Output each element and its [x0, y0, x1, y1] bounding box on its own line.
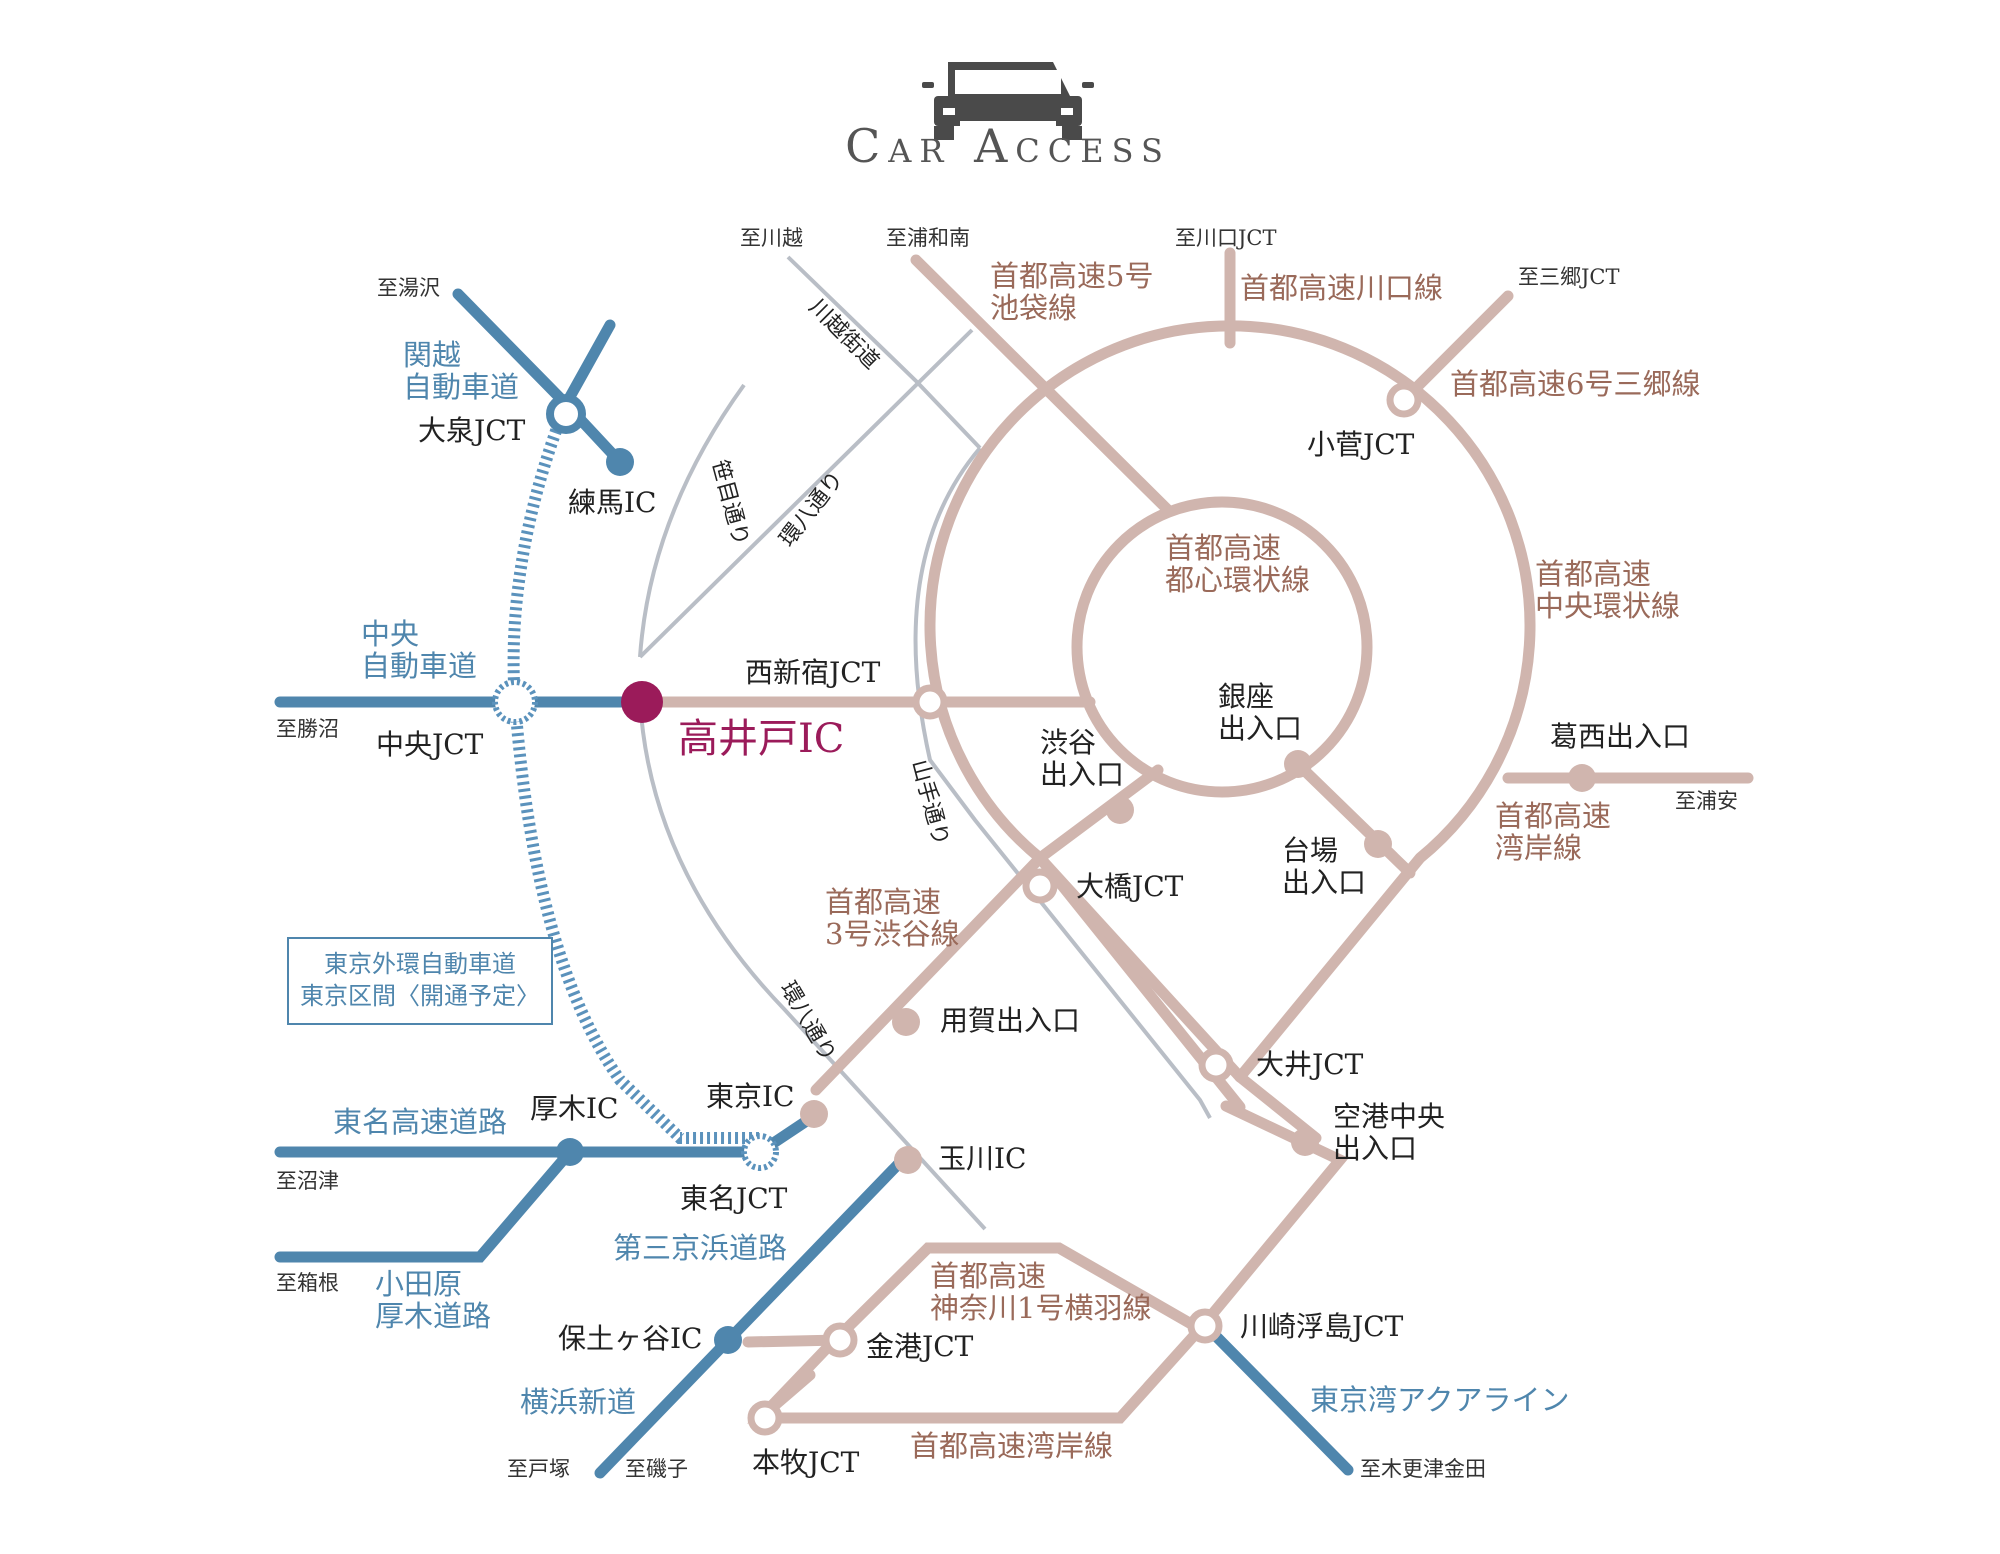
- nodes: [492, 382, 1596, 1436]
- kawasaki-ukishima-jct-marker: [1187, 1308, 1223, 1344]
- route-yokohama-shindo: 横浜新道: [520, 1385, 636, 1419]
- route-kanetsu-2: 自動車道: [403, 370, 519, 404]
- dest-yuzawa: 至湯沢: [377, 276, 440, 300]
- shibuya-exit-label-1: 渋谷: [1040, 726, 1096, 759]
- shutoko-lines: [634, 247, 1754, 1424]
- kuko-chuo-label-2: 出入口: [1333, 1132, 1417, 1165]
- route-bayshore-lower: 首都高速湾岸線: [910, 1429, 1113, 1463]
- yoga-label: 用賀出入口: [940, 1004, 1080, 1037]
- chuo-jct-label: 中央JCT: [376, 728, 484, 761]
- street-sasahata: 笹目通り: [706, 457, 753, 548]
- oi-jct-marker: [1198, 1047, 1234, 1083]
- route-chuo-2: 自動車道: [361, 649, 477, 683]
- page-title: Car Access: [845, 119, 1171, 173]
- nerima-ic-marker: [606, 448, 634, 476]
- street-yamate: 山手通り: [906, 757, 953, 848]
- dest-isogo: 至磯子: [625, 1457, 688, 1481]
- hodogaya-ic-marker: [714, 1326, 742, 1354]
- planned-note-box: [287, 937, 553, 1025]
- dest-katsunuma: 至勝沼: [276, 717, 339, 741]
- ohashi-jct-label: 大橋JCT: [1076, 870, 1184, 903]
- nerima-ic-label: 練馬IC: [568, 486, 657, 519]
- chuo-jct-marker: [492, 679, 538, 725]
- route-shibuya-2: 3号渋谷線: [825, 917, 959, 951]
- dest-misato-jct: 至三郷JCT: [1518, 265, 1620, 289]
- dest-kawagoe: 至川越: [740, 226, 803, 250]
- route-kawaguchi: 首都高速川口線: [1240, 271, 1443, 305]
- ginza-label-1: 銀座: [1218, 680, 1274, 713]
- takaido-ic-marker: [621, 681, 663, 723]
- route-chuo-1: 中央: [361, 617, 419, 651]
- kosuge-jct-marker: [1386, 382, 1422, 418]
- tamagawa-ic-label: 玉川IC: [938, 1142, 1027, 1175]
- route-yokohane-1: 首都高速: [930, 1259, 1046, 1293]
- atsugi-ic-marker: [556, 1138, 584, 1166]
- kasai-label: 葛西出入口: [1550, 720, 1690, 753]
- route-misato: 首都高速6号三郷線: [1450, 367, 1700, 401]
- tokyo-ic-marker: [800, 1100, 828, 1128]
- hodogaya-ic-label: 保土ヶ谷IC: [558, 1322, 703, 1355]
- planned-note-line-1: 東京外環自動車道: [324, 950, 516, 978]
- route-shibuya-1: 首都高速: [825, 885, 941, 919]
- nishishinjuku-jct-label: 西新宿JCT: [745, 656, 881, 689]
- oi-jct-label: 大井JCT: [1256, 1048, 1364, 1081]
- car-icon: [922, 62, 1094, 140]
- tomei-jct-marker: [741, 1133, 779, 1171]
- dest-kawaguchi-jct: 至川口JCT: [1175, 226, 1277, 250]
- honmoku-jct-label: 本牧JCT: [752, 1446, 860, 1479]
- tokyo-ic-label: 東京IC: [706, 1080, 795, 1113]
- route-tomei: 東名高速道路: [333, 1105, 507, 1139]
- dest-numazu: 至沼津: [276, 1169, 339, 1193]
- route-central-loop-1: 首都高速: [1535, 557, 1651, 591]
- nishishinjuku-jct-marker: [912, 684, 948, 720]
- tomei-jct-label: 東名JCT: [680, 1182, 788, 1215]
- kosuge-jct-label: 小菅JCT: [1307, 428, 1415, 461]
- planned-note-line-2: 東京区間〈開通予定〉: [300, 982, 540, 1010]
- dest-totsuka: 至戸塚: [507, 1457, 570, 1481]
- dest-urayasu: 至浦安: [1675, 789, 1738, 813]
- kuko-chuo-marker: [1291, 1128, 1319, 1156]
- ginza-label-2: 出入口: [1218, 712, 1302, 745]
- daiba-marker: [1364, 830, 1392, 858]
- route-odawara-atsugi-1: 小田原: [375, 1267, 462, 1301]
- route-inner-loop-2: 都心環状線: [1165, 563, 1310, 597]
- oizumi-jct-label: 大泉JCT: [418, 414, 526, 447]
- kanko-jct-label: 金港JCT: [866, 1330, 974, 1363]
- street-kawagoe-kaido: 川越街道: [804, 295, 884, 375]
- honmoku-jct-marker: [747, 1400, 783, 1436]
- yoga-marker: [892, 1008, 920, 1036]
- route-inner-loop-1: 首都高速: [1165, 531, 1281, 565]
- route-bayshore-upper-2: 湾岸線: [1495, 831, 1582, 865]
- ohashi-jct-marker: [1022, 868, 1058, 904]
- route-ikebukuro-2: 池袋線: [990, 291, 1077, 325]
- daiba-label-2: 出入口: [1282, 866, 1366, 899]
- street-kannana-south: 環八通り: [775, 978, 841, 1067]
- route-central-loop-2: 中央環状線: [1535, 589, 1680, 623]
- route-aqualine: 東京湾アクアライン: [1310, 1383, 1570, 1417]
- kanko-jct-marker: [822, 1322, 858, 1358]
- dest-hakone: 至箱根: [276, 1271, 339, 1295]
- daiba-label-1: 台場: [1282, 834, 1338, 867]
- atsugi-ic-label: 厚木IC: [530, 1092, 619, 1125]
- dest-urawaminami: 至浦和南: [886, 226, 970, 250]
- shibuya-exit-label-2: 出入口: [1040, 758, 1124, 791]
- route-yokohane-2: 神奈川1号横羽線: [930, 1291, 1151, 1325]
- route-ikebukuro-1: 首都高速5号: [990, 259, 1153, 293]
- route-daisan-keihin: 第三京浜道路: [613, 1231, 787, 1265]
- route-odawara-atsugi-2: 厚木道路: [375, 1299, 491, 1333]
- ginza-marker: [1284, 750, 1312, 778]
- route-kanetsu-1: 関越: [403, 338, 461, 372]
- kuko-chuo-label-1: 空港中央: [1333, 1100, 1445, 1133]
- street-kannana: 環八通り: [775, 467, 849, 552]
- tamagawa-ic-marker: [894, 1146, 922, 1174]
- kasai-marker: [1568, 764, 1596, 792]
- shibuya-exit-marker: [1106, 796, 1134, 824]
- street-lines: [638, 255, 1212, 1231]
- kawasaki-ukishima-jct-label: 川崎浮島JCT: [1240, 1310, 1404, 1343]
- dest-kisarazu: 至木更津金田: [1360, 1457, 1486, 1481]
- takaido-ic-label: 高井戸IC: [678, 716, 844, 762]
- oizumi-jct-marker: [546, 394, 586, 434]
- route-bayshore-upper-1: 首都高速: [1495, 799, 1611, 833]
